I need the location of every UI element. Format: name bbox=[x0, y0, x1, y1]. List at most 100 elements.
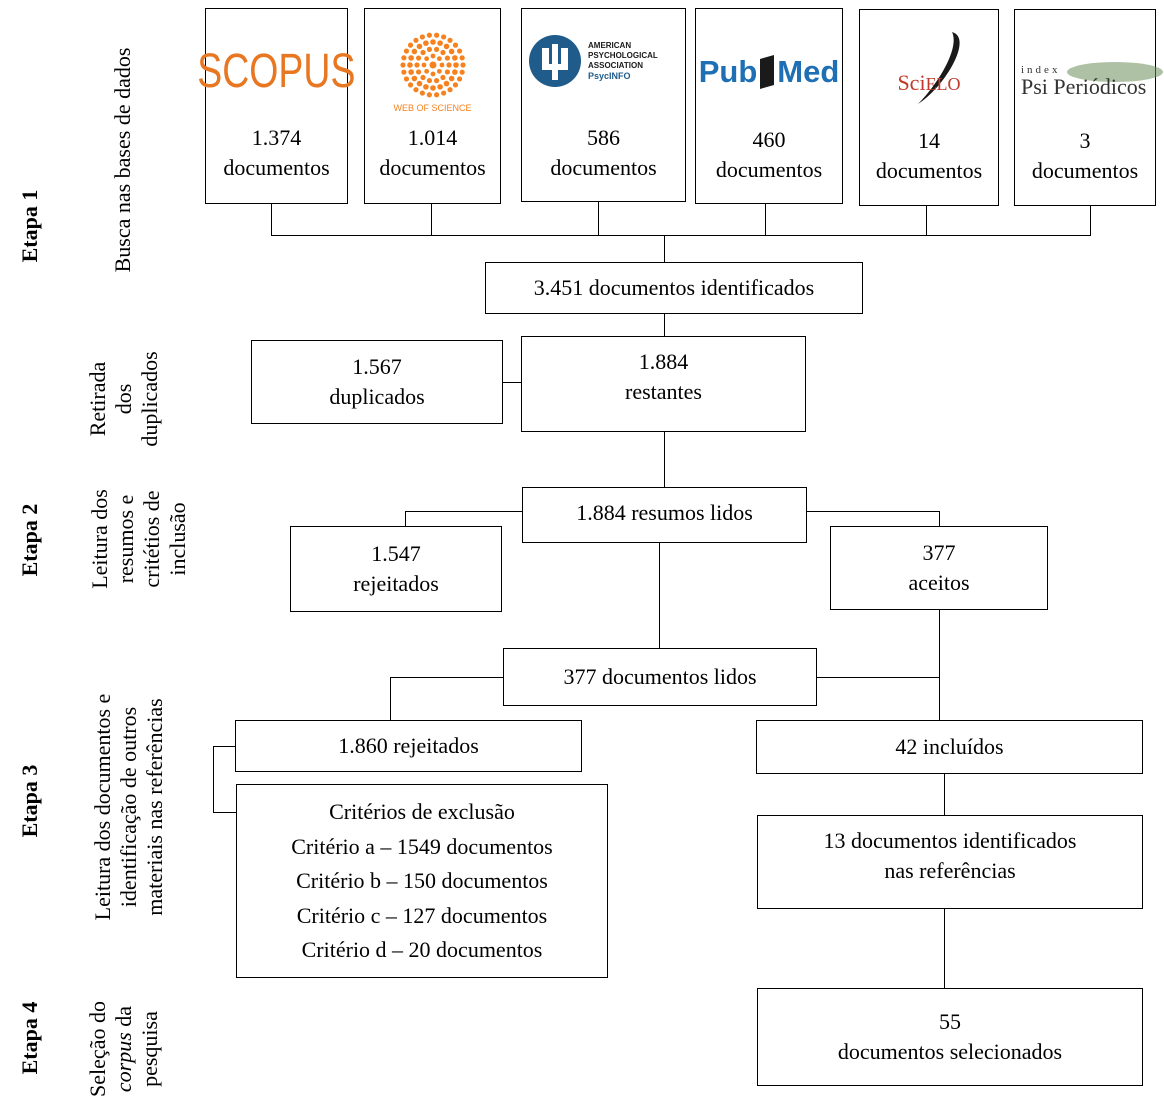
referencias-line-2: nas referências bbox=[884, 858, 1016, 883]
psi-logo-text: Psi Periódicos bbox=[1021, 73, 1147, 99]
psycinfo-count: 586 bbox=[587, 125, 620, 150]
apa-psi-icon bbox=[529, 35, 581, 87]
retirada-line-2: dos bbox=[111, 383, 136, 415]
criterio-a: Critério a – 1549 documentos bbox=[291, 833, 553, 859]
connector bbox=[213, 746, 215, 813]
aceitos-text: aceitos bbox=[908, 570, 970, 595]
connector bbox=[1090, 206, 1092, 236]
stage-desc-retirada: Retirada dos duplicados bbox=[85, 324, 163, 474]
box-rejeitados-final: 1.860 rejeitados bbox=[235, 720, 582, 772]
connector bbox=[944, 909, 946, 989]
connector bbox=[926, 206, 928, 236]
connector bbox=[271, 235, 1091, 237]
box-resumos-lidos: 1.884 resumos lidos bbox=[522, 487, 807, 543]
box-aceitos: 377 aceitos bbox=[830, 526, 1048, 610]
criterio-b: Critério b – 150 documentos bbox=[296, 868, 548, 893]
connector bbox=[765, 204, 767, 236]
connector bbox=[664, 235, 666, 263]
connector bbox=[390, 677, 392, 721]
connector bbox=[944, 774, 946, 816]
box-identificados: 3.451 documentos identificados bbox=[485, 262, 863, 314]
connector bbox=[390, 677, 503, 679]
box-restantes: 1.884 restantes bbox=[521, 336, 806, 432]
psycinfo-logo: AMERICAN PSYCHOLOGICAL ASSOCIATION PsycI… bbox=[522, 31, 685, 91]
leitdoc-line-3: materiais nas referências bbox=[142, 698, 167, 916]
scielo-elo: ELO bbox=[925, 73, 961, 94]
connector bbox=[807, 511, 940, 513]
apa-line-4: PsycINFO bbox=[588, 71, 631, 81]
scielo-logo: SciELO bbox=[860, 28, 998, 108]
stage-label-etapa-3: Etapa 3 bbox=[17, 764, 42, 838]
connector bbox=[664, 314, 666, 338]
selecionados-text: documentos selecionados bbox=[837, 1039, 1063, 1064]
apa-logo-text: AMERICAN PSYCHOLOGICAL ASSOCIATION PsycI… bbox=[588, 41, 658, 81]
scielo-swoosh-icon bbox=[918, 32, 960, 104]
selecao-line-1: Seleção do bbox=[85, 1001, 110, 1097]
psi-periodicos-logo: index Psi Periódicos bbox=[1015, 56, 1163, 106]
box-documentos-lidos: 377 documentos lidos bbox=[503, 648, 817, 706]
database-box-psycinfo: AMERICAN PSYCHOLOGICAL ASSOCIATION PsycI… bbox=[521, 8, 686, 202]
duplicados-text: duplicados bbox=[329, 384, 425, 409]
database-box-scopus: SCOPUS 1.374 documentos bbox=[197, 8, 356, 204]
selecao-line-3: pesquisa bbox=[137, 1011, 162, 1087]
connector bbox=[503, 382, 522, 384]
scopus-count: 1.374 bbox=[251, 125, 302, 150]
scielo-unit: documentos bbox=[875, 158, 983, 183]
connector bbox=[659, 543, 661, 649]
rejeitados-final-text: 1.860 rejeitados bbox=[338, 733, 479, 758]
incluidos-text: 42 incluídos bbox=[895, 734, 1004, 759]
pubmed-logo-med: Med bbox=[777, 54, 840, 89]
leitura-line-1: Leitura dos bbox=[87, 489, 112, 589]
stage-desc-leitura-resumos: Leitura dos resumos e critétios de inclu… bbox=[87, 454, 191, 624]
box-incluidos: 42 incluídos bbox=[756, 720, 1143, 774]
leitura-line-2: resumos e bbox=[113, 494, 138, 584]
scielo-count: 14 bbox=[918, 128, 940, 153]
leitdoc-line-1: Leitura dos documentos e bbox=[90, 693, 115, 921]
stage-desc-selecao: Seleção do corpus da pesquisa bbox=[85, 984, 163, 1114]
database-box-psi-periodicos: index Psi Periódicos 3 documentos bbox=[1014, 9, 1163, 206]
connector bbox=[405, 511, 407, 527]
connector bbox=[213, 746, 235, 748]
scopus-logo: SCOPUS bbox=[197, 37, 355, 107]
corpus-word: corpus bbox=[111, 1032, 136, 1093]
pubmed-count: 460 bbox=[752, 127, 786, 152]
scielo-logo-text: SciELO bbox=[897, 68, 960, 99]
box-selecionados: 55 documentos selecionados bbox=[757, 988, 1143, 1086]
connector bbox=[431, 204, 433, 236]
psi-leaf-icon bbox=[1067, 62, 1163, 82]
psi-count: 3 bbox=[1079, 128, 1091, 153]
scopus-logo-text: SCOPUS bbox=[197, 45, 356, 98]
scielo-sci: Sci bbox=[897, 69, 926, 95]
stage-label-etapa-2: Etapa 2 bbox=[17, 503, 42, 577]
box-duplicados: 1.567 duplicados bbox=[251, 340, 503, 424]
identificados-text: 3.451 documentos identificados bbox=[533, 275, 815, 300]
wos-logo-text: WEB OF SCIENCE bbox=[393, 103, 472, 113]
criterio-c: Critério c – 127 documentos bbox=[296, 902, 548, 928]
stage-desc-busca: Busca nas bases de dados bbox=[110, 47, 135, 273]
connector bbox=[664, 432, 666, 488]
leitura-line-4: inclusão bbox=[165, 502, 190, 576]
database-box-web-of-science: WEB OF SCIENCE 1.014 documentos bbox=[364, 8, 501, 204]
psi-index-text: index bbox=[1021, 63, 1061, 76]
referencias-line-1: 13 documentos identificados bbox=[823, 828, 1077, 853]
connector bbox=[817, 677, 940, 679]
retirada-line-3: duplicados bbox=[137, 351, 162, 447]
rejeitados-number: 1.547 bbox=[371, 541, 421, 566]
resumos-text: 1.884 resumos lidos bbox=[576, 500, 753, 525]
psycinfo-unit: documentos bbox=[550, 155, 657, 180]
box-rejeitados: 1.547 rejeitados bbox=[290, 526, 502, 612]
connector bbox=[939, 610, 941, 720]
pubmed-unit: documentos bbox=[715, 157, 823, 182]
leitdoc-line-2: identificação de outros bbox=[116, 706, 141, 908]
wos-count: 1.014 bbox=[407, 125, 458, 150]
retirada-line-1: Retirada bbox=[85, 361, 110, 437]
stage-label-etapa-4: Etapa 4 bbox=[17, 1001, 42, 1075]
web-of-science-logo: WEB OF SCIENCE bbox=[365, 23, 500, 123]
scopus-unit: documentos bbox=[223, 155, 330, 180]
apa-line-2: PSYCHOLOGICAL bbox=[588, 51, 658, 60]
duplicados-number: 1.567 bbox=[352, 354, 402, 379]
apa-line-1: AMERICAN bbox=[588, 41, 632, 50]
restantes-text: restantes bbox=[625, 379, 702, 404]
connector bbox=[598, 202, 600, 236]
connector bbox=[271, 204, 273, 236]
